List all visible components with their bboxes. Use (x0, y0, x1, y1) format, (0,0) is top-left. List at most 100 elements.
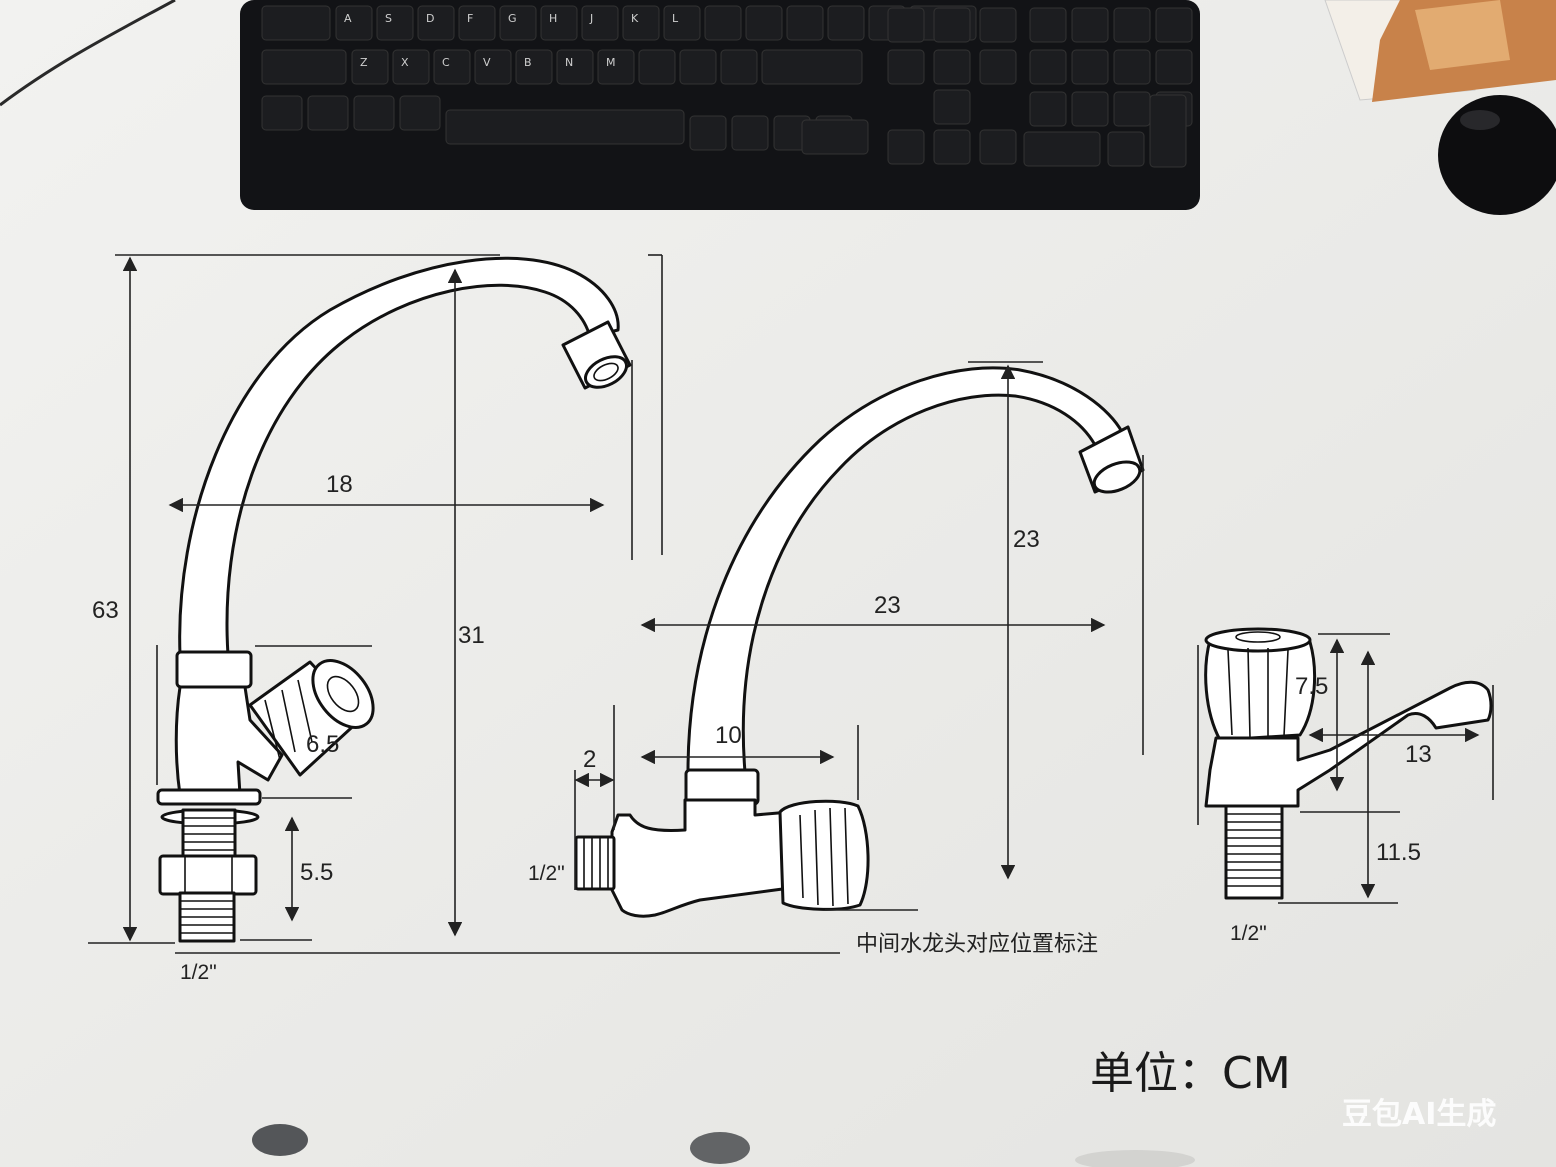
key-x: X (392, 49, 430, 85)
left-thread-length-label: 5.5 (300, 859, 333, 886)
svg-text:C: C (442, 56, 450, 69)
key (933, 49, 971, 85)
key-k: K (622, 5, 660, 41)
key (1029, 91, 1067, 127)
product-box (1324, 0, 1556, 102)
key (979, 7, 1017, 43)
left-reach-label: 18 (326, 471, 353, 498)
key (679, 49, 717, 85)
svg-text:S: S (385, 12, 392, 25)
right-thread-label: 1/2" (1230, 922, 1267, 945)
key (307, 95, 349, 131)
left-spout-tip (561, 320, 632, 390)
key (1113, 91, 1151, 127)
svg-text:L: L (672, 12, 679, 25)
left-dimensions: 63 18 31 6.5 5.5 1/2" (88, 254, 840, 984)
left-spout-tube (178, 256, 620, 657)
key (801, 119, 869, 155)
middle-handle-knob (778, 799, 870, 911)
key (689, 115, 727, 151)
key (1149, 94, 1187, 168)
svg-text:D: D (426, 12, 434, 25)
left-handle-label: 6.5 (306, 731, 339, 758)
key-n: N (556, 49, 594, 85)
watermark: 豆包AI生成 (1342, 1097, 1496, 1132)
key-d: D (417, 5, 455, 41)
left-thread-label: 1/2" (180, 961, 217, 984)
key-g: G (499, 5, 537, 41)
key (720, 49, 758, 85)
svg-text:X: X (401, 56, 409, 69)
key (979, 129, 1017, 165)
unit-label: 单位：CM (1090, 1048, 1291, 1099)
middle-faucet (574, 366, 1145, 918)
right-dimensions: 7.5 13 11.5 1/2" (1197, 633, 1494, 945)
left-faucet (156, 256, 632, 943)
key-f: F (458, 5, 496, 41)
left-threaded-shank (181, 808, 237, 860)
key-h: H (540, 5, 578, 41)
svg-text:H: H (549, 12, 557, 25)
svg-text:K: K (631, 12, 639, 25)
key-v: V (474, 49, 512, 85)
left-nut (158, 854, 258, 896)
key (353, 95, 395, 131)
right-reach-label: 13 (1405, 741, 1432, 768)
key (731, 115, 769, 151)
key-b: B (515, 49, 553, 85)
left-total-height-label: 63 (92, 597, 119, 624)
key (1071, 91, 1109, 127)
svg-text:N: N (565, 56, 573, 69)
key (445, 109, 685, 145)
key (261, 95, 303, 131)
middle-height-label: 23 (1013, 526, 1040, 553)
key-c: C (433, 49, 471, 85)
key-s: S (376, 5, 414, 41)
right-handle-knob (1204, 627, 1317, 742)
left-handle-knob (248, 659, 375, 777)
key (1113, 49, 1151, 85)
key (1107, 131, 1145, 167)
middle-body (610, 798, 792, 918)
key (979, 49, 1017, 85)
key (827, 5, 865, 41)
key (1023, 131, 1101, 167)
chair-wheels (252, 1124, 1195, 1167)
middle-body-label: 10 (715, 722, 742, 749)
key (933, 89, 971, 125)
left-body (174, 685, 284, 797)
key (704, 5, 742, 41)
right-thread-length-label: 11.5 (1376, 839, 1421, 866)
key (933, 7, 971, 43)
svg-text:A: A (344, 12, 352, 25)
key-j: J (581, 5, 619, 41)
middle-inlet-label: 2 (583, 746, 596, 773)
key (933, 129, 971, 165)
key-l: L (663, 5, 701, 41)
key (745, 5, 783, 41)
key (786, 5, 824, 41)
key (761, 49, 863, 85)
left-flange (156, 788, 262, 806)
key (1029, 7, 1067, 43)
middle-dimensions: 23 23 10 2 1/2" 中间水龙头对应位置标注 (528, 361, 1144, 957)
mouse-highlight (1460, 110, 1500, 130)
cable (0, 0, 176, 107)
key (261, 49, 347, 85)
svg-text:M: M (606, 56, 616, 69)
key (1071, 49, 1109, 85)
right-body (1204, 680, 1493, 808)
left-lower-thread (178, 891, 236, 943)
left-collar (175, 650, 253, 689)
right-faucet (1204, 627, 1493, 900)
key (887, 7, 925, 43)
svg-text:G: G (508, 12, 517, 25)
key-a: A (335, 5, 373, 41)
key (638, 49, 676, 85)
key (887, 129, 925, 165)
right-threaded-shank (1224, 804, 1284, 900)
key (399, 95, 441, 131)
key (1071, 7, 1109, 43)
key (887, 49, 925, 85)
